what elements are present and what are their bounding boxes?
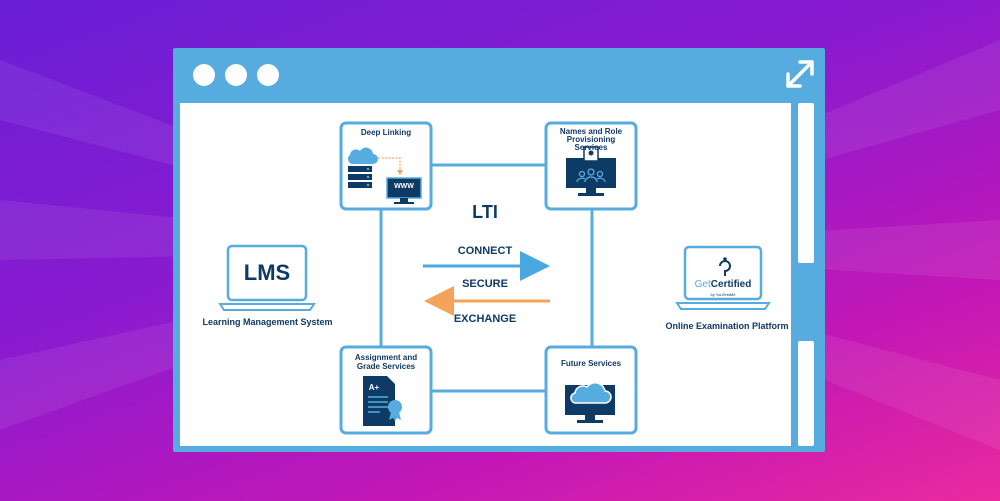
platform-laptop-icon [675, 245, 771, 310]
getcertified-logo: GetCertified [685, 279, 761, 290]
future-services-title: Future Services [560, 359, 622, 368]
lms-laptop-icon [218, 244, 316, 311]
window-dot-2[interactable] [225, 64, 247, 86]
content-area: Deep Linking WWW Names and Role Provisio… [180, 103, 791, 446]
names-roles-title-2: Provisioning [566, 135, 616, 144]
browser-window: Deep Linking WWW Names and Role Provisio… [173, 48, 825, 452]
grade-label: A+ [368, 383, 380, 392]
deep-linking-title: Deep Linking [360, 128, 412, 137]
link-arrow [378, 157, 401, 173]
graded-document-icon [363, 376, 402, 426]
logo-byline: by YouTestMe [710, 292, 736, 297]
logo-certified: Certified [710, 279, 752, 290]
assignment-title-1: Assignment and [354, 353, 418, 362]
www-label: WWW [394, 183, 414, 190]
platform-caption: Online Examination Platform [665, 321, 789, 331]
window-dot-1[interactable] [193, 64, 215, 86]
monitor-icon [386, 177, 422, 204]
names-roles-title-1: Names and Role [559, 127, 623, 136]
names-roles-title-3: Services [574, 143, 608, 152]
lti-diagram [218, 121, 771, 435]
scrollbar[interactable] [795, 103, 817, 446]
box-connectors [379, 163, 594, 393]
server-icon [348, 147, 378, 188]
users-monitor-icon [566, 146, 616, 196]
scrollbar-track-upper[interactable] [798, 103, 814, 263]
logo-get: Get [694, 279, 711, 290]
exchange-label: EXCHANGE [453, 313, 517, 325]
cloud-monitor-icon [565, 382, 615, 423]
lms-logo: LMS [243, 260, 291, 285]
window-dot-3[interactable] [257, 64, 279, 86]
expand-icon[interactable] [783, 57, 817, 91]
secure-label: SECURE [462, 278, 508, 290]
window-titlebar [173, 48, 825, 102]
lti-title: LTI [472, 202, 498, 222]
connect-label: CONNECT [457, 245, 513, 257]
scrollbar-track-lower[interactable] [798, 341, 814, 446]
lms-caption: Learning Management System [202, 317, 333, 327]
assignment-title-2: Grade Services [356, 362, 416, 371]
